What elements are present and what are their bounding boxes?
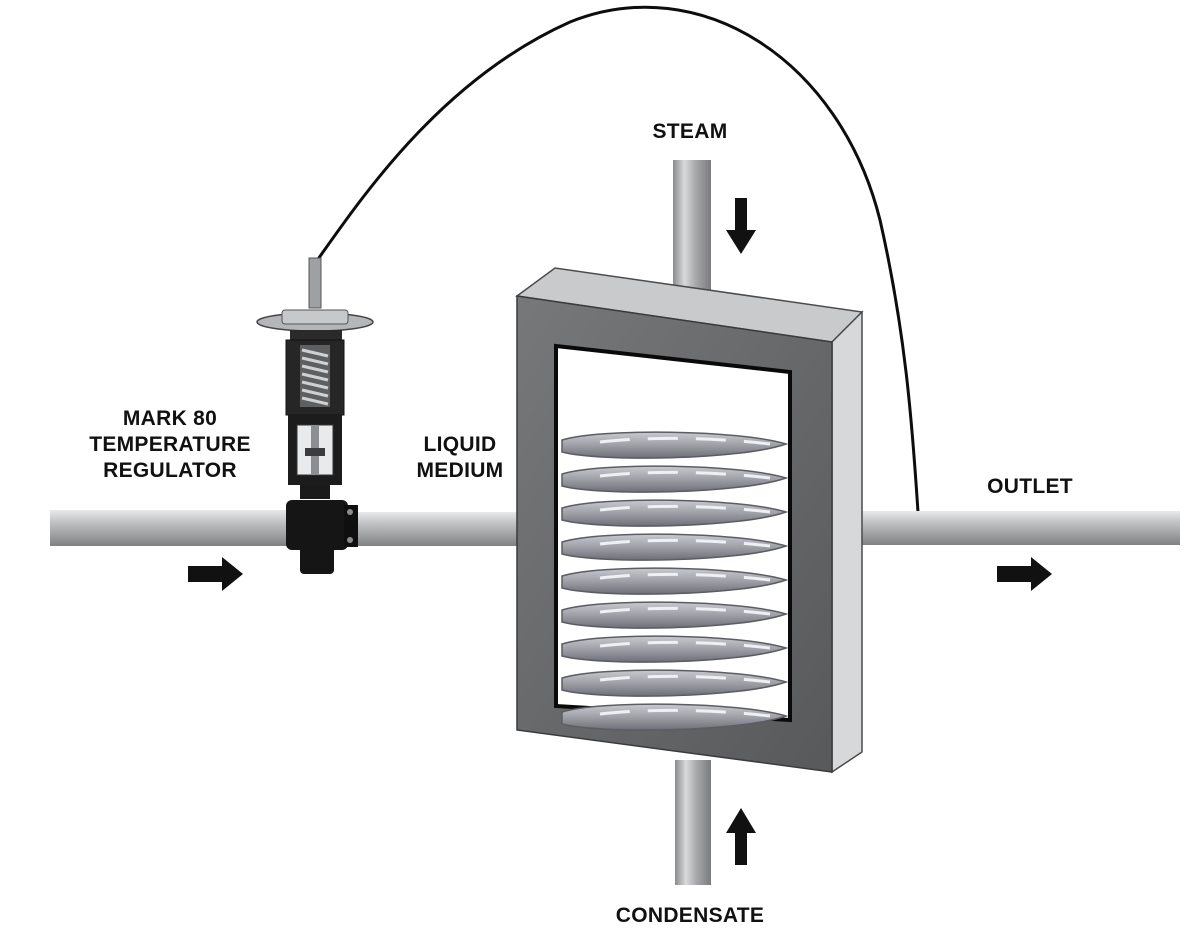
- outlet-flow-arrow: [997, 557, 1052, 591]
- coil-turn: [561, 499, 789, 527]
- regulator-label-line-1: MARK 80: [122, 407, 218, 430]
- coil-turn: [561, 635, 789, 663]
- coil-highlight: [599, 572, 771, 582]
- steam-flow-arrow: [726, 198, 756, 254]
- sensor-capillary-line: [314, 5, 920, 513]
- coil-turn: [561, 533, 789, 561]
- outlet-pipe: [845, 511, 1180, 545]
- medium-pipe: [350, 512, 525, 546]
- condensate-flow-arrow: [726, 808, 756, 865]
- coil-highlight: [599, 708, 771, 718]
- liquid-medium-label-line-2: MEDIUM: [416, 459, 504, 482]
- liquid-medium-label-line-1: LIQUID: [423, 433, 497, 456]
- regulator-label-line-3: REGULATOR: [103, 459, 237, 482]
- flow-arrows: [188, 198, 1052, 865]
- inlet-pipe: [50, 510, 290, 546]
- coil-highlight: [599, 504, 771, 514]
- coil-turn: [561, 567, 789, 595]
- coil-highlight: [599, 640, 771, 650]
- coil-highlight: [599, 436, 771, 446]
- coil-turn: [561, 703, 789, 731]
- coil-turn: [561, 669, 789, 697]
- coil-highlight: [599, 470, 771, 480]
- coil-turn: [561, 465, 789, 493]
- steam-coil: [561, 431, 789, 731]
- steam-label: STEAM: [652, 120, 728, 143]
- coil-highlight: [599, 674, 771, 684]
- coil-turn: [561, 431, 789, 459]
- outlet-label: OUTLET: [987, 475, 1073, 498]
- coil-highlight: [599, 606, 771, 616]
- regulator-label-line-2: TEMPERATURE: [89, 433, 251, 456]
- coil-highlight: [599, 538, 771, 548]
- liquid-medium-label: LIQUID MEDIUM: [395, 432, 525, 484]
- coil-turn: [561, 601, 789, 629]
- condensate-pipe: [675, 760, 711, 885]
- mark-80-temperature-regulator: [256, 257, 374, 574]
- inlet-flow-arrow: [188, 557, 243, 591]
- condensate-label: CONDENSATE: [615, 904, 765, 927]
- steam-pipe: [673, 160, 711, 310]
- regulator-label: MARK 80 TEMPERATURE REGULATOR: [60, 406, 280, 484]
